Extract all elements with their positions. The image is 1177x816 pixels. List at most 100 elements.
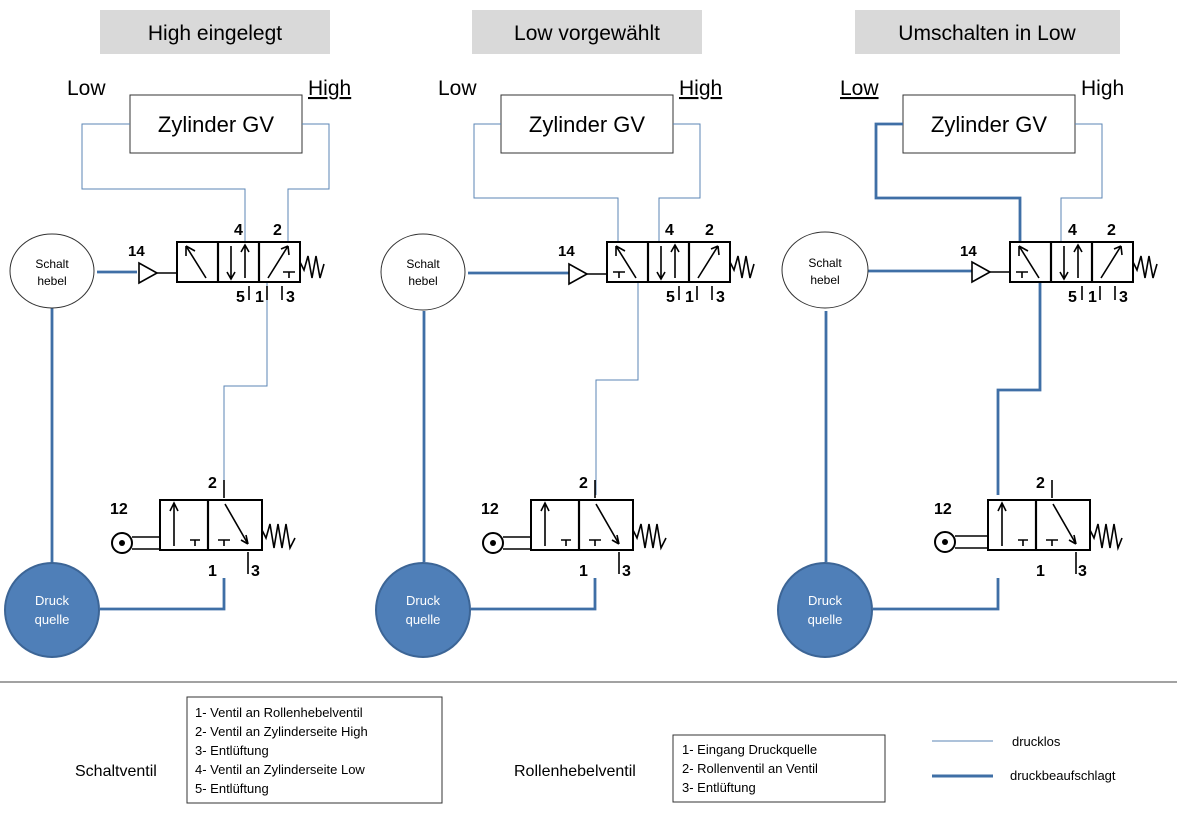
port-1: 1 bbox=[208, 563, 217, 580]
schaltventil-symbol bbox=[176, 241, 301, 283]
port-14: 14 bbox=[960, 243, 977, 260]
panel-title-bg bbox=[100, 10, 330, 54]
panel-title: Low vorgewählt bbox=[514, 22, 660, 45]
legend-schaltventil-label: Schaltventil bbox=[75, 763, 157, 780]
port-5: 5 bbox=[666, 289, 675, 306]
port-4: 4 bbox=[234, 222, 243, 239]
port-12: 12 bbox=[481, 501, 499, 518]
druckquelle-line2: quelle bbox=[406, 612, 441, 627]
legend-item: 2- Rollenventil an Ventil bbox=[682, 761, 818, 776]
line-low-side bbox=[473, 123, 619, 242]
schalthebel-circle bbox=[380, 233, 466, 311]
port-5: 5 bbox=[1068, 289, 1077, 306]
port-1: 1 bbox=[255, 289, 264, 306]
port-3: 3 bbox=[716, 289, 725, 306]
port-12: 12 bbox=[934, 501, 952, 518]
schalthebel-line1: Schalt bbox=[35, 257, 69, 271]
line-valve-to-roller bbox=[996, 282, 1042, 495]
spring-icon bbox=[261, 523, 296, 551]
line-source-roller bbox=[471, 578, 597, 611]
legend-lines: drucklos druckbeaufschlagt bbox=[932, 734, 1116, 783]
schalthebel-line2: hebel bbox=[408, 274, 437, 288]
port-2: 2 bbox=[273, 222, 282, 239]
panel-umschalten-in-low: Umschalten in Low Low High Zylinder GV S… bbox=[777, 10, 1158, 658]
legend-item: 3- Entlüftung bbox=[682, 780, 756, 795]
port-1: 1 bbox=[1088, 289, 1097, 306]
panel-title-bg bbox=[472, 10, 702, 54]
port-2: 2 bbox=[705, 222, 714, 239]
legend-item: 4- Ventil an Zylinderseite Low bbox=[195, 762, 365, 777]
line-valve-to-roller bbox=[595, 282, 639, 495]
spring-icon bbox=[729, 255, 755, 279]
panel-title: Umschalten in Low bbox=[898, 22, 1076, 45]
schalthebel-line1: Schalt bbox=[406, 257, 440, 271]
legend-thin-label: drucklos bbox=[1012, 734, 1061, 749]
legend-rollenhebelventil-box bbox=[672, 734, 886, 803]
spring-icon bbox=[1089, 523, 1123, 551]
label-high: High bbox=[679, 77, 722, 100]
label-high: High bbox=[308, 77, 351, 100]
druckquelle-circle bbox=[4, 562, 100, 658]
port-14: 14 bbox=[558, 243, 575, 260]
panel-title: High eingelegt bbox=[148, 22, 282, 45]
schalthebel-line2: hebel bbox=[37, 274, 66, 288]
port-1: 1 bbox=[1036, 563, 1045, 580]
cylinder-box bbox=[902, 94, 1076, 154]
port-3: 3 bbox=[286, 289, 295, 306]
druckquelle-circle bbox=[777, 562, 873, 658]
port-2: 2 bbox=[579, 475, 588, 492]
schalthebel-line1: Schalt bbox=[808, 256, 842, 270]
port-3: 3 bbox=[1078, 563, 1087, 580]
legend-rollenhebelventil: Rollenhebelventil 1- Eingang Druckquelle… bbox=[514, 734, 886, 803]
port-3: 3 bbox=[622, 563, 631, 580]
pilot-triangle bbox=[971, 260, 992, 284]
spring-icon bbox=[632, 523, 667, 551]
cylinder-box bbox=[500, 94, 674, 154]
port-2: 2 bbox=[208, 475, 217, 492]
panel-high-eingelegt: High eingelegt Low High Zylinder GV Scha… bbox=[4, 10, 351, 658]
line-low-side bbox=[874, 122, 1022, 242]
label-low: Low bbox=[840, 77, 879, 100]
port-3: 3 bbox=[1119, 289, 1128, 306]
legend-item: 3- Entlüftung bbox=[195, 743, 269, 758]
cylinder-label: Zylinder GV bbox=[529, 112, 645, 137]
legend-schaltventil: Schaltventil 1- Ventil an Rollenhebelven… bbox=[75, 696, 443, 804]
port-4: 4 bbox=[1068, 222, 1077, 239]
cylinder-label: Zylinder GV bbox=[931, 112, 1047, 137]
spring-icon bbox=[1132, 255, 1158, 279]
druckquelle-line1: Druck bbox=[808, 593, 842, 608]
port-3: 3 bbox=[251, 563, 260, 580]
port-12: 12 bbox=[110, 501, 128, 518]
port-2: 2 bbox=[1036, 475, 1045, 492]
legend-thick-label: druckbeaufschlagt bbox=[1010, 768, 1116, 783]
legend-item: 5- Entlüftung bbox=[195, 781, 269, 796]
legend-item: 1- Ventil an Rollenhebelventil bbox=[195, 705, 363, 720]
port-1: 1 bbox=[685, 289, 694, 306]
panel-title-bg bbox=[855, 10, 1120, 54]
port-4: 4 bbox=[665, 222, 674, 239]
druckquelle-line1: Druck bbox=[406, 593, 440, 608]
cylinder-label: Zylinder GV bbox=[158, 112, 274, 137]
druckquelle-line1: Druck bbox=[35, 593, 69, 608]
legend-item: 1- Eingang Druckquelle bbox=[682, 742, 817, 757]
pilot-triangle bbox=[568, 262, 589, 286]
legend-item: 2- Ventil an Zylinderseite High bbox=[195, 724, 368, 739]
druckquelle-line2: quelle bbox=[808, 612, 843, 627]
line-source-roller bbox=[873, 578, 1000, 611]
schalthebel-line2: hebel bbox=[810, 273, 839, 287]
legend-rollenhebelventil-label: Rollenhebelventil bbox=[514, 763, 636, 780]
cylinder-box bbox=[129, 94, 303, 154]
label-low: Low bbox=[67, 77, 106, 100]
schaltventil-symbol bbox=[1009, 241, 1134, 283]
port-1: 1 bbox=[579, 563, 588, 580]
port-14: 14 bbox=[128, 243, 145, 260]
label-low: Low bbox=[438, 77, 477, 100]
line-source-roller bbox=[100, 578, 226, 611]
line-high-side bbox=[287, 123, 330, 242]
port-5: 5 bbox=[236, 289, 245, 306]
line-high-side bbox=[1060, 123, 1103, 242]
line-valve-to-roller bbox=[223, 282, 268, 495]
pilot-triangle bbox=[138, 261, 159, 285]
druckquelle-line2: quelle bbox=[35, 612, 70, 627]
label-high: High bbox=[1081, 77, 1124, 100]
